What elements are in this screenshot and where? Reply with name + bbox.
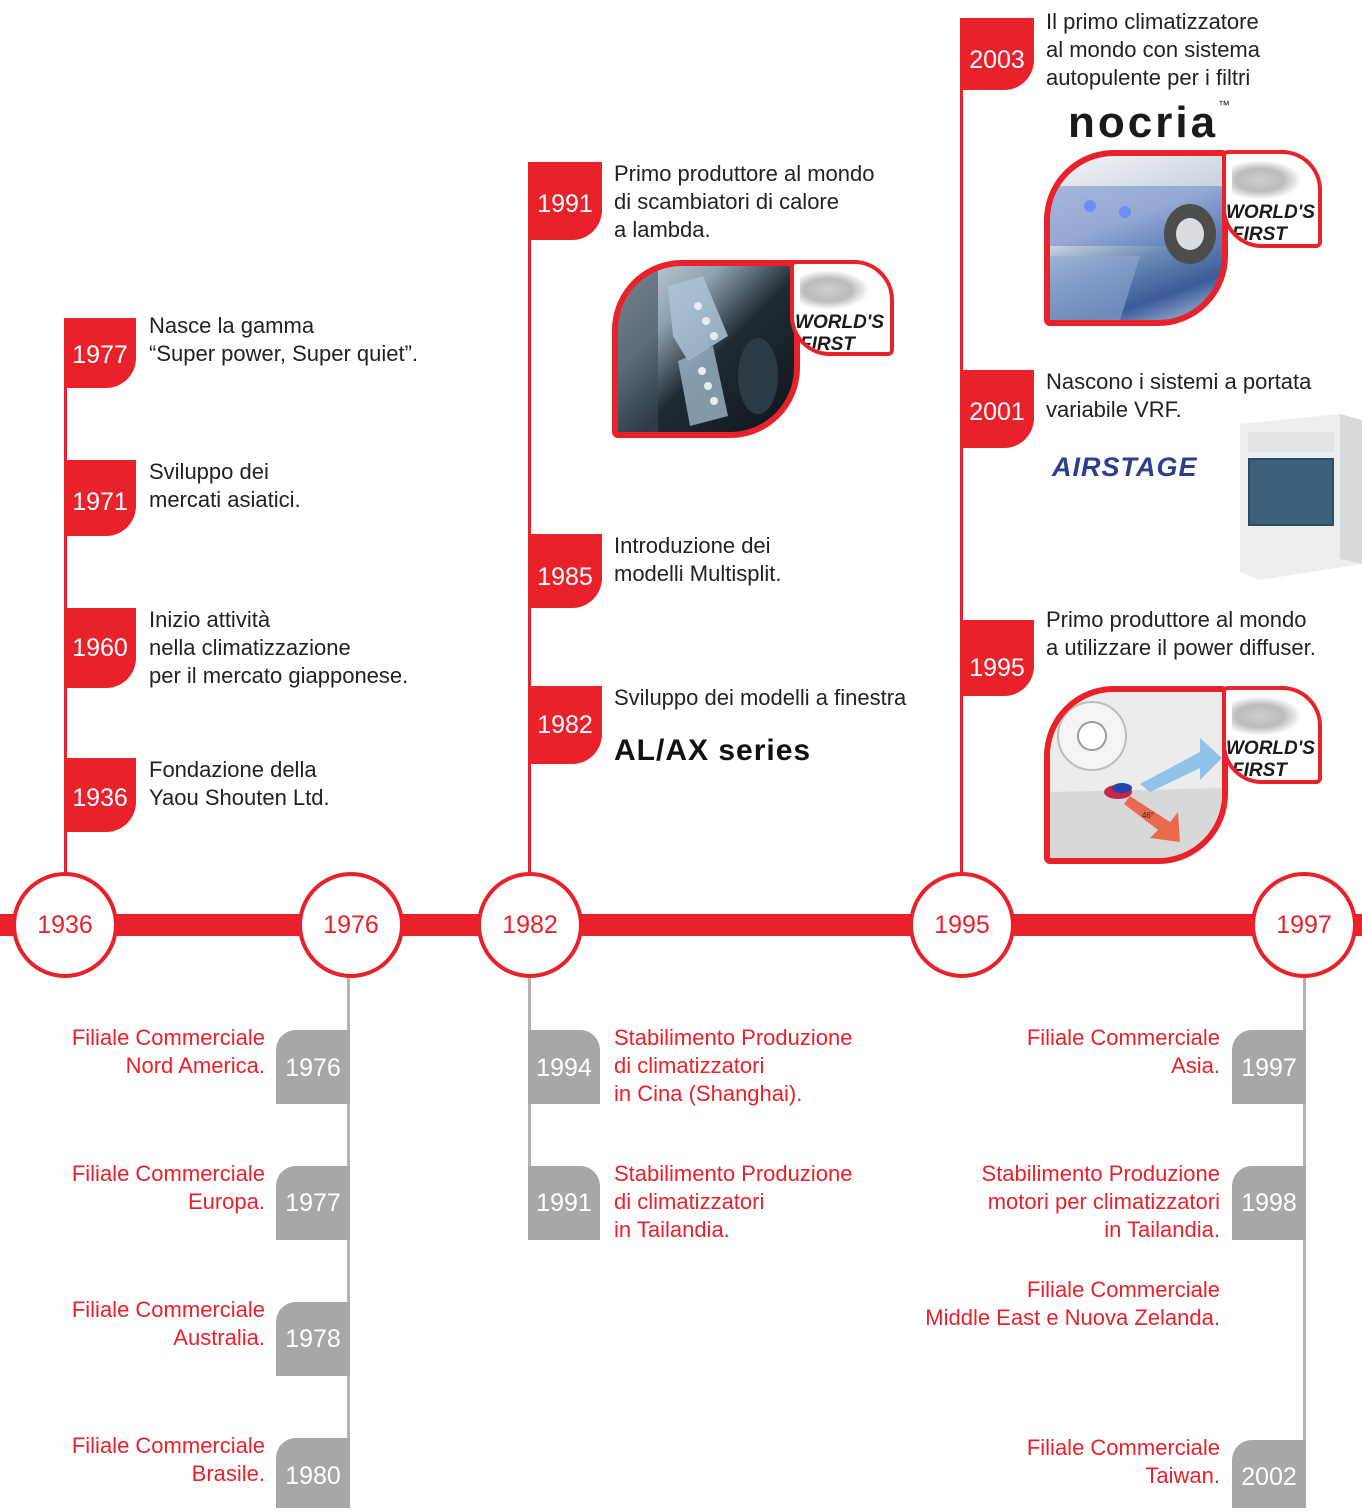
vrf-outdoor-unit-image (1240, 414, 1362, 580)
alax-series-logo: AL/AX series (614, 734, 812, 767)
stem-1982 (528, 162, 531, 878)
milestone-text: Stabilimento Produzione di climatizzator… (614, 1161, 853, 1242)
badge-line2: FIRST (1232, 224, 1287, 245)
stem-1995 (960, 18, 963, 878)
worlds-first-badge: WORLD'S FIRST (1222, 150, 1322, 248)
year-tag: 1985 (528, 534, 602, 608)
milestone-text: Nascono i sistemi a portata variabile VR… (1046, 369, 1312, 422)
year-tag: 1998 (1232, 1166, 1306, 1240)
milestone-text: Filiale Commerciale Nord America. (71, 1025, 265, 1078)
filter-roller-illustration (1050, 186, 1222, 320)
diffuser-angle-label: 46° (1142, 811, 1154, 820)
year-tag: 1980 (276, 1438, 350, 1508)
trademark-symbol: ™ (1218, 98, 1231, 112)
year-tag: 1960 (64, 608, 136, 688)
milestone-text: Filiale Commerciale Asia. (1026, 1025, 1220, 1078)
nocria-filter-image (1044, 150, 1228, 326)
year-tag: 1994 (528, 1030, 600, 1104)
milestone-text: Primo produttore al mondo a utilizzare i… (1046, 607, 1316, 660)
year-tag: 1991 (528, 162, 602, 240)
axis-node-1997: 1997 (1251, 872, 1357, 978)
world-map-icon (800, 270, 870, 310)
year-tag: 1997 (1232, 1030, 1306, 1104)
milestone-text: Stabilimento Produzione di climatizzator… (614, 1025, 853, 1106)
axis-year: 1936 (37, 910, 93, 939)
axis-year: 1995 (934, 910, 990, 939)
milestone-text: Introduzione dei modelli Multisplit. (614, 533, 782, 586)
badge-line2: FIRST (800, 334, 855, 355)
year-tag: 1936 (64, 758, 136, 832)
milestone-text: Inizio attività nella climatizzazione pe… (149, 607, 409, 688)
axis-year: 1982 (502, 910, 558, 939)
year-tag: 1977 (276, 1166, 350, 1240)
year-tag: 2001 (960, 370, 1034, 448)
milestone-text: Nasce la gamma “Super power, Super quiet… (149, 313, 419, 366)
axis-year: 1976 (323, 910, 379, 939)
stem-1936 (64, 318, 67, 878)
world-map-icon (1232, 696, 1302, 736)
milestone-text: Sviluppo dei mercati asiatici. (149, 459, 301, 512)
milestone-text: Filiale Commerciale Australia. (71, 1297, 265, 1350)
axis-year: 1997 (1276, 910, 1332, 939)
milestone-text: Fondazione della Yaou Shouten Ltd. (149, 757, 330, 810)
worlds-first-badge: WORLD'S FIRST (1222, 686, 1322, 784)
milestone-text: Filiale Commerciale Europa. (71, 1161, 265, 1214)
diffuser-illustration: 46° (1050, 692, 1222, 858)
year-tag: 1991 (528, 1166, 600, 1240)
year-tag: 1995 (960, 620, 1034, 696)
year-tag: 2002 (1232, 1440, 1306, 1508)
axis-node-1982: 1982 (477, 872, 583, 978)
milestone-text: Il primo climatizzatore al mondo con sis… (1046, 9, 1260, 90)
worlds-first-badge: WORLD'S FIRST (790, 260, 894, 356)
timeline-axis (0, 914, 1362, 936)
year-tag: 1982 (528, 686, 602, 764)
axis-node-1976: 1976 (298, 872, 404, 978)
airstage-logo: AIRSTAGE (1052, 452, 1198, 482)
nocria-logo: nocria™ (1068, 98, 1230, 148)
milestone-text: Filiale Commerciale Brasile. (71, 1433, 265, 1486)
badge-line1: WORLD'S (1226, 738, 1315, 759)
year-tag: 1971 (64, 460, 136, 536)
milestone-text: Filiale Commerciale Middle East e Nuova … (925, 1277, 1220, 1330)
year-tag: 1977 (64, 318, 136, 388)
axis-node-1936: 1936 (12, 872, 118, 978)
badge-line2: FIRST (1232, 760, 1287, 781)
heat-exchanger-illustration (618, 266, 778, 432)
outdoor-unit-illustration (1240, 414, 1362, 580)
year-tag: 1976 (276, 1030, 350, 1104)
year-tag: 1978 (276, 1302, 350, 1376)
milestone-text: Primo produttore al mondo di scambiatori… (614, 161, 875, 242)
power-diffuser-image: 46° (1044, 686, 1228, 864)
lambda-heat-exchanger-image (612, 260, 800, 438)
nocria-wordmark: nocria (1068, 98, 1219, 147)
year-tag: 2003 (960, 18, 1034, 90)
axis-node-1995: 1995 (909, 872, 1015, 978)
milestone-text: Filiale Commerciale Taiwan. (1026, 1435, 1220, 1488)
world-map-icon (1232, 160, 1302, 200)
badge-line1: WORLD'S (795, 312, 884, 333)
badge-line1: WORLD'S (1226, 202, 1315, 223)
milestone-text: Stabilimento Produzione motori per clima… (981, 1161, 1220, 1242)
milestone-text: Sviluppo dei modelli a finestra (614, 685, 907, 710)
